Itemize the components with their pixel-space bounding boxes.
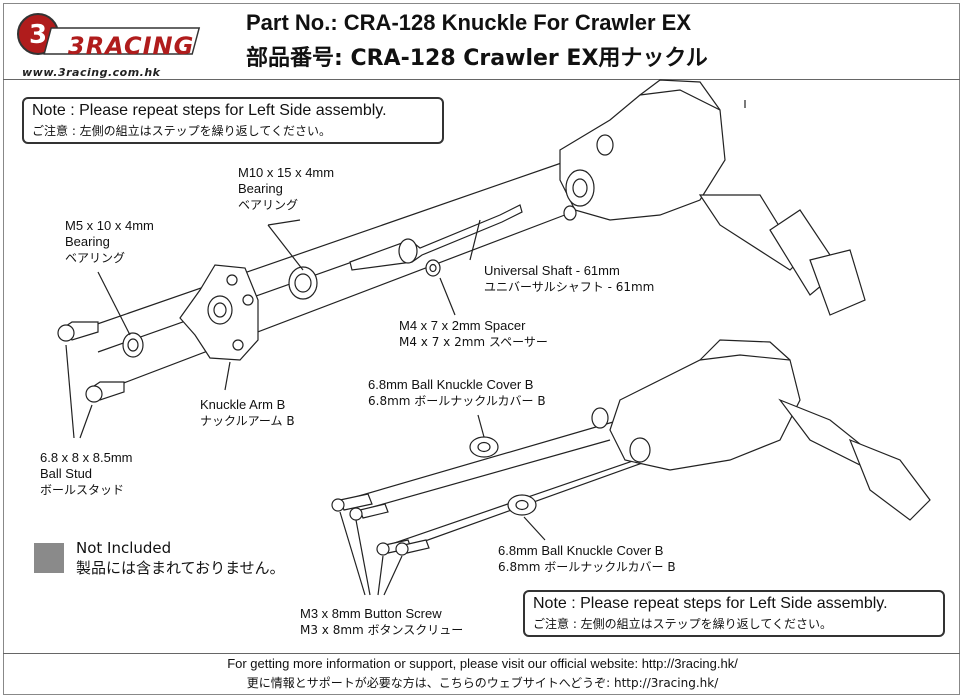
- page-title-jp: 部品番号: CRA-128 Crawler EX用ナックル: [246, 46, 708, 71]
- svg-text:3: 3: [29, 20, 47, 50]
- label-universal-shaft: Universal Shaft - 61mm ユニバーサルシャフト - 61mm: [484, 263, 655, 294]
- label-spacer: M4 x 7 x 2mm Spacer M4 x 7 x 2mm スペーサー: [399, 318, 548, 349]
- logo-url: www.3racing.com.hk: [22, 66, 161, 79]
- header-divider: [3, 79, 960, 80]
- brand-logo: 3 3RACING www.3racing.com.hk: [8, 10, 208, 79]
- label-ball-stud: 6.8 x 8 x 8.5mm Ball Stud ボールスタッド: [40, 450, 133, 497]
- footer-en: For getting more information or support,…: [227, 656, 738, 671]
- note-bottom: Note : Please repeat steps for Left Side…: [523, 590, 945, 637]
- note-top-jp: ご注意 : 左側の組立はステップを繰り返してください。: [32, 124, 331, 138]
- page-frame: [3, 3, 960, 695]
- footer-divider: [3, 653, 960, 654]
- footer-jp: 更に情報とサポートが必要な方は、こちらのウェブサイトへどうぞ: http://3…: [246, 676, 719, 690]
- not-included-swatch: [34, 543, 64, 573]
- assembly-line: [99, 212, 571, 393]
- assembly-line: [354, 439, 611, 513]
- axle-housing-bottom: [609, 354, 801, 471]
- assembly-line: [344, 419, 621, 501]
- page-title-en: Part No.: CRA-128 Knuckle For Crawler EX: [246, 10, 692, 35]
- note-bottom-en: Note : Please repeat steps for Left Side…: [533, 595, 888, 612]
- assembly-line: [79, 159, 571, 331]
- ball-knuckle-cover-top: [469, 436, 499, 458]
- logo-emblem-icon: 3: [17, 13, 201, 55]
- label-bearing-m5: M5 x 10 x 4mm Bearing ベアリング: [65, 218, 154, 265]
- bearing-m5-part: [122, 332, 144, 358]
- note-bottom-jp: ご注意 : 左側の組立はステップを繰り返してください。: [533, 617, 832, 631]
- label-knuckle-arm: Knuckle Arm B ナックルアーム B: [200, 397, 295, 428]
- note-top: Note : Please repeat steps for Left Side…: [22, 97, 444, 144]
- spacer-part: [425, 259, 441, 277]
- note-top-en: Note : Please repeat steps for Left Side…: [32, 102, 387, 119]
- label-cover-b-top: 6.8mm Ball Knuckle Cover B 6.8mm ボールナックル…: [368, 377, 546, 408]
- logo-text: 3RACING: [68, 32, 195, 60]
- axle-housing-top: [559, 89, 726, 221]
- bearing-m10-part: [288, 266, 318, 300]
- label-button-screw: M3 x 8mm Button Screw M3 x 8mm ボタンスクリュー: [300, 606, 464, 637]
- legend-not-included: Not Included 製品には含まれておりません。: [76, 539, 285, 577]
- ball-knuckle-cover-bottom: [507, 494, 537, 516]
- universal-shaft: [349, 204, 523, 271]
- label-cover-b-bottom: 6.8mm Ball Knuckle Cover B 6.8mm ボールナックル…: [498, 543, 676, 574]
- label-bearing-m10: M10 x 15 x 4mm Bearing ベアリング: [238, 165, 335, 212]
